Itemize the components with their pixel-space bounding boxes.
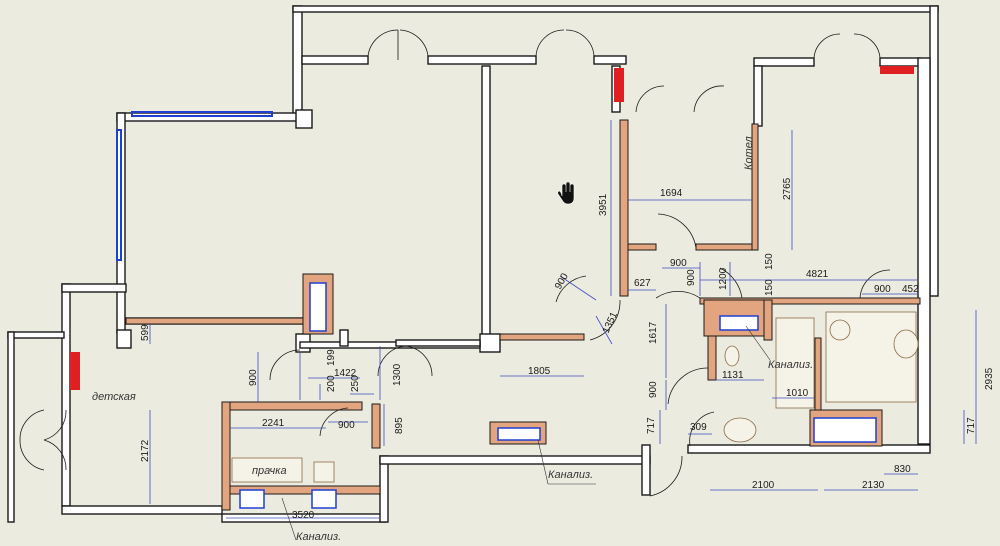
dim-1010: 1010 [786,388,809,399]
dimension-lines [149,120,977,541]
dim-900-v: 900 [686,269,697,286]
dim-199: 199 [326,349,337,366]
hand-cursor-icon [557,181,575,205]
room-label-kids: детская [92,391,136,403]
dim-2172: 2172 [140,439,151,462]
dim-309: 309 [690,422,707,433]
note-sewer-top-right: Канализ. [768,359,813,371]
dim-830: 830 [894,464,911,475]
dim-900-left: 900 [248,369,259,386]
dim-900-h: 900 [670,258,687,269]
dim-3951: 3951 [598,193,609,216]
dim-900-r: 900 [874,284,891,295]
dim-2100: 2100 [752,480,775,491]
dim-452: 452 [902,284,919,295]
dimension-labels: 599 900 199 1422 200 250 1300 2241 900 8… [140,177,995,521]
dim-900-mid: 900 [338,420,355,431]
dim-1617: 1617 [648,321,659,344]
dim-2765: 2765 [782,177,793,200]
bath-fixtures [231,311,919,483]
dim-1131: 1131 [722,370,744,381]
dim-717a: 717 [646,417,657,434]
dim-1422: 1422 [334,368,357,379]
dim-150a: 150 [764,253,775,270]
markers [70,66,914,390]
dim-900-diag: 900 [553,271,571,291]
dim-4821: 4821 [806,269,829,280]
dim-895: 895 [394,417,405,434]
dim-2935: 2935 [984,367,995,390]
dim-3520: 3520 [292,510,315,521]
dim-1805: 1805 [528,366,551,377]
dim-627: 627 [634,278,651,289]
dim-1200: 1200 [718,267,729,290]
dim-599: 599 [140,324,151,341]
dim-1351: 1351 [601,310,621,335]
dim-2130: 2130 [862,480,885,491]
dim-1694: 1694 [660,188,683,199]
room-label-boiler: Котел [743,136,755,170]
windows [116,111,877,509]
dim-250: 250 [350,375,361,392]
dim-900-bath: 900 [648,381,659,398]
dim-717b: 717 [966,417,977,434]
dim-2241: 2241 [262,418,285,429]
dim-200: 200 [326,375,337,392]
dim-1300: 1300 [392,363,403,386]
dim-150b: 150 [764,279,775,296]
note-sewer-bottom: Канализ. [296,531,341,543]
note-sewer-center: Канализ. [548,469,593,481]
room-labels: детская прачка Котел Канализ. Канализ. К… [92,136,813,543]
room-label-laundry: прачка [252,465,287,477]
doors [19,29,891,497]
